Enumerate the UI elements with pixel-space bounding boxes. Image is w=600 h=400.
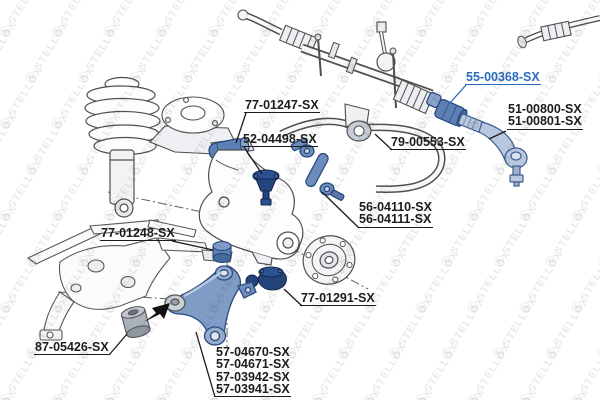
- label-control-arm: 57-04670-SX 57-04671-SX 57-03942-SX 57-0…: [215, 345, 291, 398]
- subframe-bushing-part: [212, 240, 232, 264]
- label-upper-arm-bushing: 77-01247-SX: [244, 98, 320, 114]
- control-arm-front-bushing-part: [120, 306, 151, 338]
- tie-rod-end-part: [458, 113, 528, 187]
- upper-ball-joint-part: [252, 169, 280, 206]
- wheel-hub: [302, 235, 356, 285]
- subframe: [26, 219, 233, 341]
- lower-ball-joint-part: [245, 266, 287, 295]
- label-control-arm-front-bushing: 87-05426-SX: [34, 340, 110, 356]
- rack-collars: [327, 41, 358, 75]
- leader-lines: [108, 112, 507, 398]
- leader-line-blue: [448, 84, 467, 105]
- rack-coupling-part: [426, 91, 468, 127]
- label-stabilizer-bushing: 79-00553-SX: [390, 135, 466, 151]
- insert-arrow-icon: [144, 303, 170, 322]
- label-tie-rod-end: 51-00800-SX 51-00801-SX: [507, 102, 583, 130]
- label-upper-ball-joint: 52-04498-SX: [242, 132, 318, 148]
- stabilizer-bushing-part: [346, 120, 372, 142]
- label-subframe-bushing: 77-01248-SX: [100, 226, 176, 242]
- stabilizer-link-part: [290, 137, 345, 201]
- steering-rack: [237, 9, 600, 115]
- steering-knuckle: [198, 149, 304, 266]
- control-arm-part: [164, 265, 257, 346]
- label-steering-rack-coupling-link[interactable]: 55-00368-SX: [465, 70, 541, 86]
- label-stabilizer-link: 56-04110-SX 56-04111-SX: [358, 200, 433, 228]
- rack-right-boot: [392, 79, 435, 115]
- strut-and-spring: [84, 76, 161, 218]
- label-lower-ball-joint: 77-01291-SX: [300, 291, 376, 307]
- stabilizer-bar: [279, 103, 446, 193]
- rack-far-boot: [540, 20, 572, 42]
